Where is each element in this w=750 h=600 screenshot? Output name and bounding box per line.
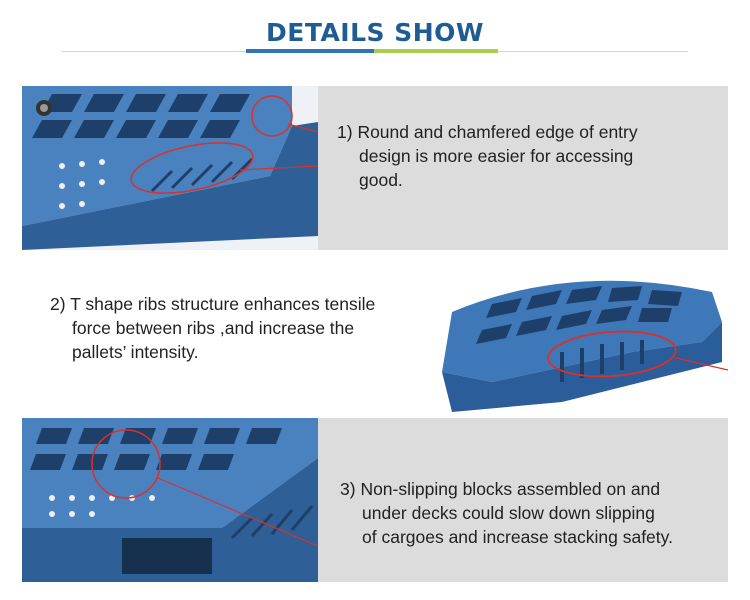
header-accent-blue xyxy=(246,49,374,53)
pallet-non-slip-blocks-photo xyxy=(22,418,318,582)
pallet-chamfered-edge-photo xyxy=(22,86,318,250)
feature-2-line-1: T shape ribs structure enhances tensile xyxy=(70,294,376,314)
feature-1-line-3: good. xyxy=(359,170,403,190)
page-title: DETAILS SHOW xyxy=(266,18,484,47)
feature-3-panel xyxy=(318,418,728,582)
feature-2-number: 2) xyxy=(50,294,66,314)
pallet-t-shape-ribs-photo xyxy=(432,252,728,418)
feature-1-line-2: design is more easier for accessing xyxy=(359,146,634,166)
feature-1-line-1: Round and chamfered edge of entry xyxy=(357,122,638,142)
feature-3-text: 3) Non-slipping blocks assembled on and … xyxy=(340,477,673,549)
feature-1-text: 1) Round and chamfered edge of entry des… xyxy=(337,120,638,192)
feature-2-line-3: pallets’ intensity. xyxy=(72,342,199,362)
header-accent-green xyxy=(374,49,498,53)
feature-1-number: 1) xyxy=(337,122,353,142)
feature-3-line-2: under decks could slow down slipping xyxy=(362,503,655,523)
feature-3-number: 3) xyxy=(340,479,356,499)
feature-3-line-3: of cargoes and increase stacking safety. xyxy=(362,527,673,547)
feature-3-line-1: Non-slipping blocks assembled on and xyxy=(360,479,661,499)
feature-1-panel xyxy=(318,86,728,250)
feature-2-text: 2) T shape ribs structure enhances tensi… xyxy=(50,292,375,364)
feature-2-line-2: force between ribs ,and increase the xyxy=(72,318,355,338)
